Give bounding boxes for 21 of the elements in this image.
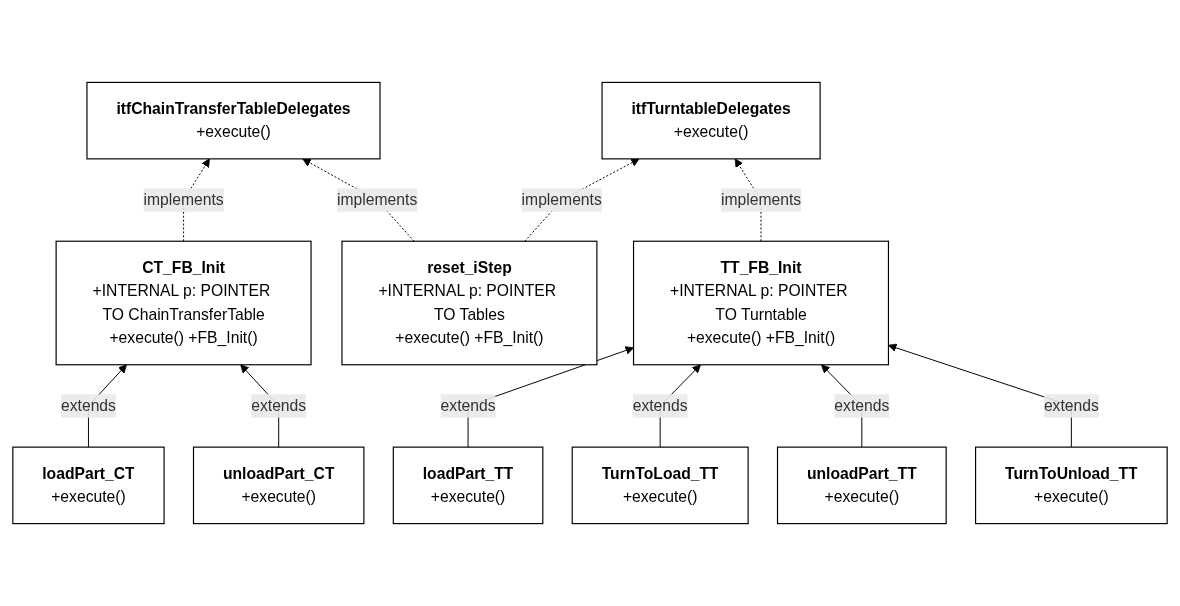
edge-label: extends [440, 397, 496, 414]
edge-label: implements [143, 191, 224, 208]
node-box: unloadPart_CT +execute() [192, 446, 365, 525]
edge-label: implements [521, 191, 602, 208]
node-box: TurnToLoad_TT +execute() [571, 446, 749, 525]
edge-label: implements [337, 191, 418, 208]
node-box: TT_FB_Init +INTERNAL p: POINTER TO Turntable +execute() +FB_Init() [632, 240, 890, 366]
node-box: loadPart_CT +execute() [12, 446, 165, 525]
edge-label: extends [834, 397, 890, 414]
edge-label: extends [251, 397, 307, 414]
node-box: itfChainTransferTableDelegates +execute() [86, 81, 381, 160]
node-box: reset_iStep +INTERNAL p: POINTER TO Tables +execute() +FB_Init() [341, 240, 598, 366]
node-box: CT_FB_Init +INTERNAL p: POINTER TO ChainTransferTable +execute() +FB_Init() [55, 240, 312, 366]
node-box: unloadPart_TT +execute() [776, 446, 947, 525]
node-box: loadPart_TT +execute() [392, 446, 544, 525]
node-box: TurnToUnload_TT +execute() [975, 446, 1168, 525]
edge-label: extends [60, 397, 116, 414]
edge-label: extends [632, 397, 688, 414]
edge-label: extends [1043, 397, 1099, 414]
node-box: itfTurntableDelegates +execute() [601, 81, 821, 160]
edge-label: implements [720, 191, 802, 208]
